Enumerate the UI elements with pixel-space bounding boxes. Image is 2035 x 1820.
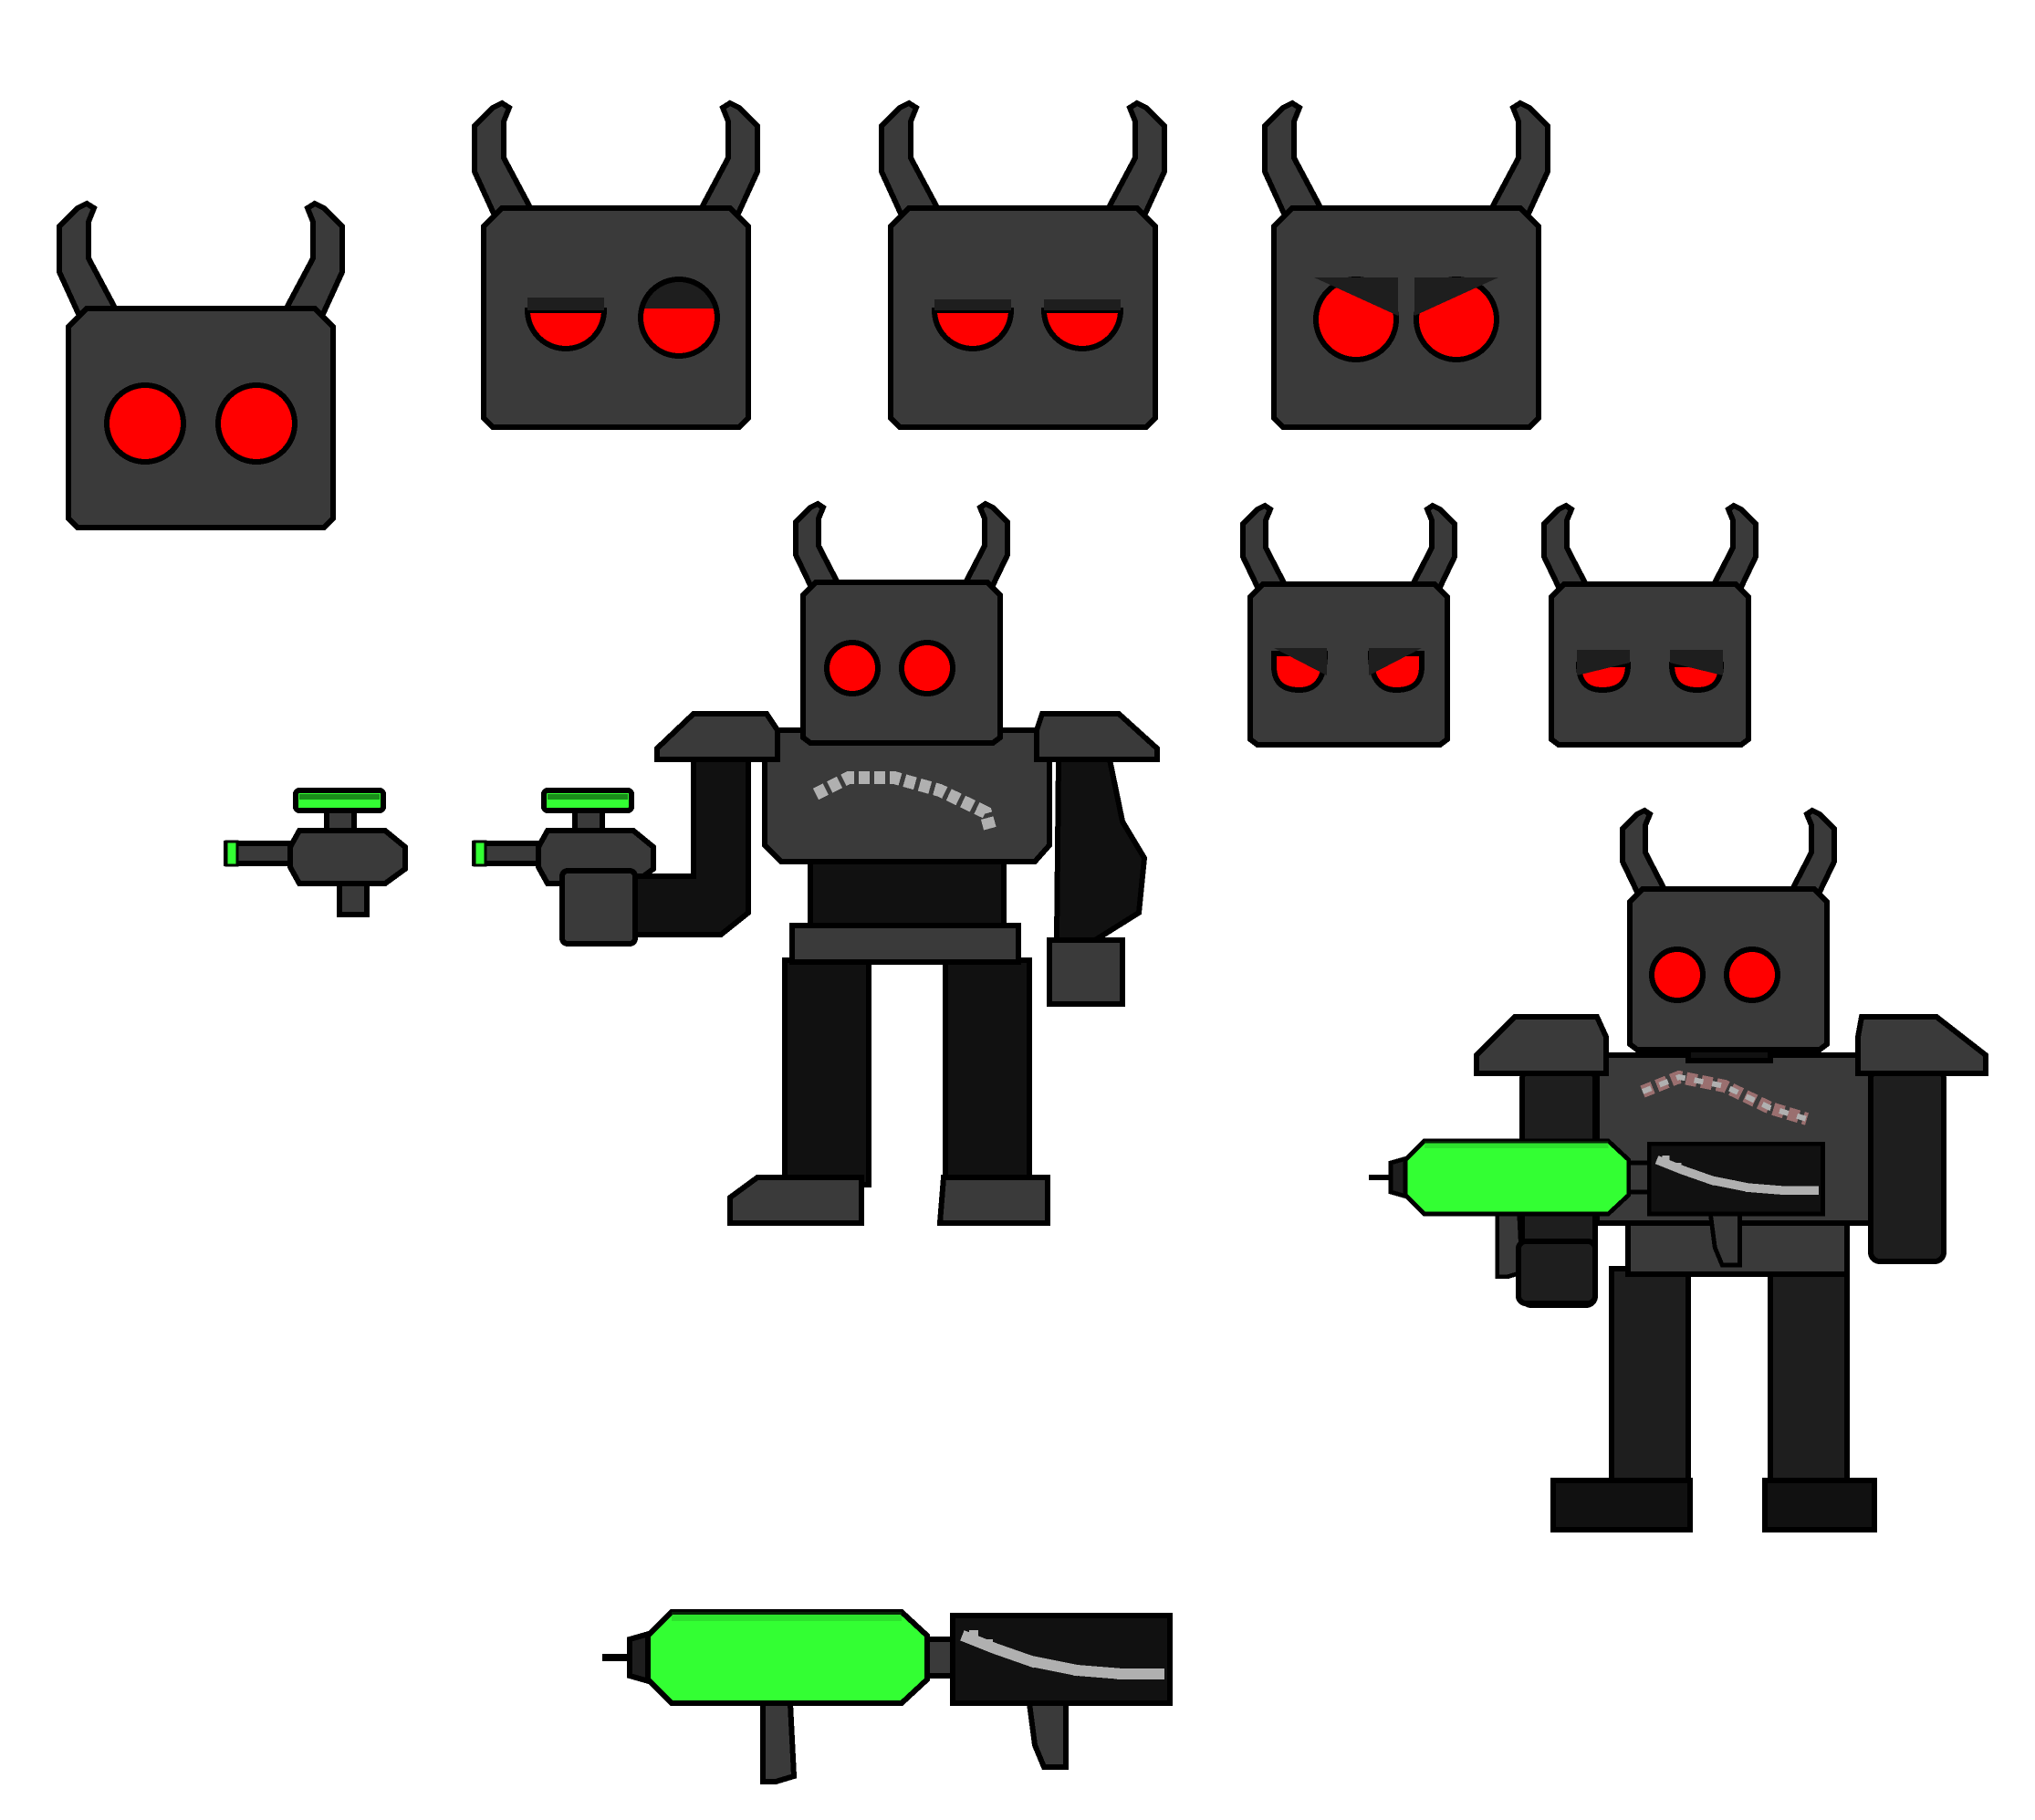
left-shoulder <box>654 711 780 762</box>
right-arm <box>1868 1067 1946 1264</box>
left-foot <box>727 1175 864 1226</box>
pistol-small-sprite <box>226 790 405 915</box>
left-leg <box>782 957 871 1187</box>
left-hand <box>559 868 638 947</box>
right-leg <box>943 957 1032 1187</box>
right-leg <box>1768 1266 1850 1494</box>
left-eye <box>931 308 1015 351</box>
left-foot <box>1550 1478 1693 1532</box>
right-eye <box>899 640 955 696</box>
head-angry-sprite <box>1265 103 1548 427</box>
left-shoulder <box>1474 1014 1609 1076</box>
right-eye <box>215 382 297 465</box>
head-small-sad-sprite <box>1544 506 1756 745</box>
head-blink-one-sprite <box>475 103 757 427</box>
head-small-angry-sprite <box>1243 506 1455 745</box>
right-foot <box>936 1175 1050 1226</box>
right-eye <box>1040 308 1124 351</box>
head-half-lid-sprite <box>882 103 1164 427</box>
right-eye <box>1724 947 1780 1003</box>
right-shoulder <box>1034 711 1160 762</box>
left-hand <box>1516 1239 1598 1306</box>
left-eye <box>104 382 186 465</box>
robot-pistol-sprite <box>559 504 1160 1226</box>
right-hand <box>1047 937 1125 1007</box>
right-foot <box>1762 1478 1877 1532</box>
head-neutral-sprite <box>59 204 342 528</box>
left-eye <box>824 640 881 696</box>
right-shoulder <box>1855 1014 1988 1076</box>
torso <box>762 727 1052 864</box>
robot-cannon-sprite <box>1369 811 1988 1532</box>
belt <box>789 923 1021 965</box>
cannon-sprite <box>602 1612 1170 1782</box>
left-eye <box>1649 947 1706 1003</box>
left-leg <box>1609 1266 1691 1494</box>
left-eye <box>524 308 608 351</box>
